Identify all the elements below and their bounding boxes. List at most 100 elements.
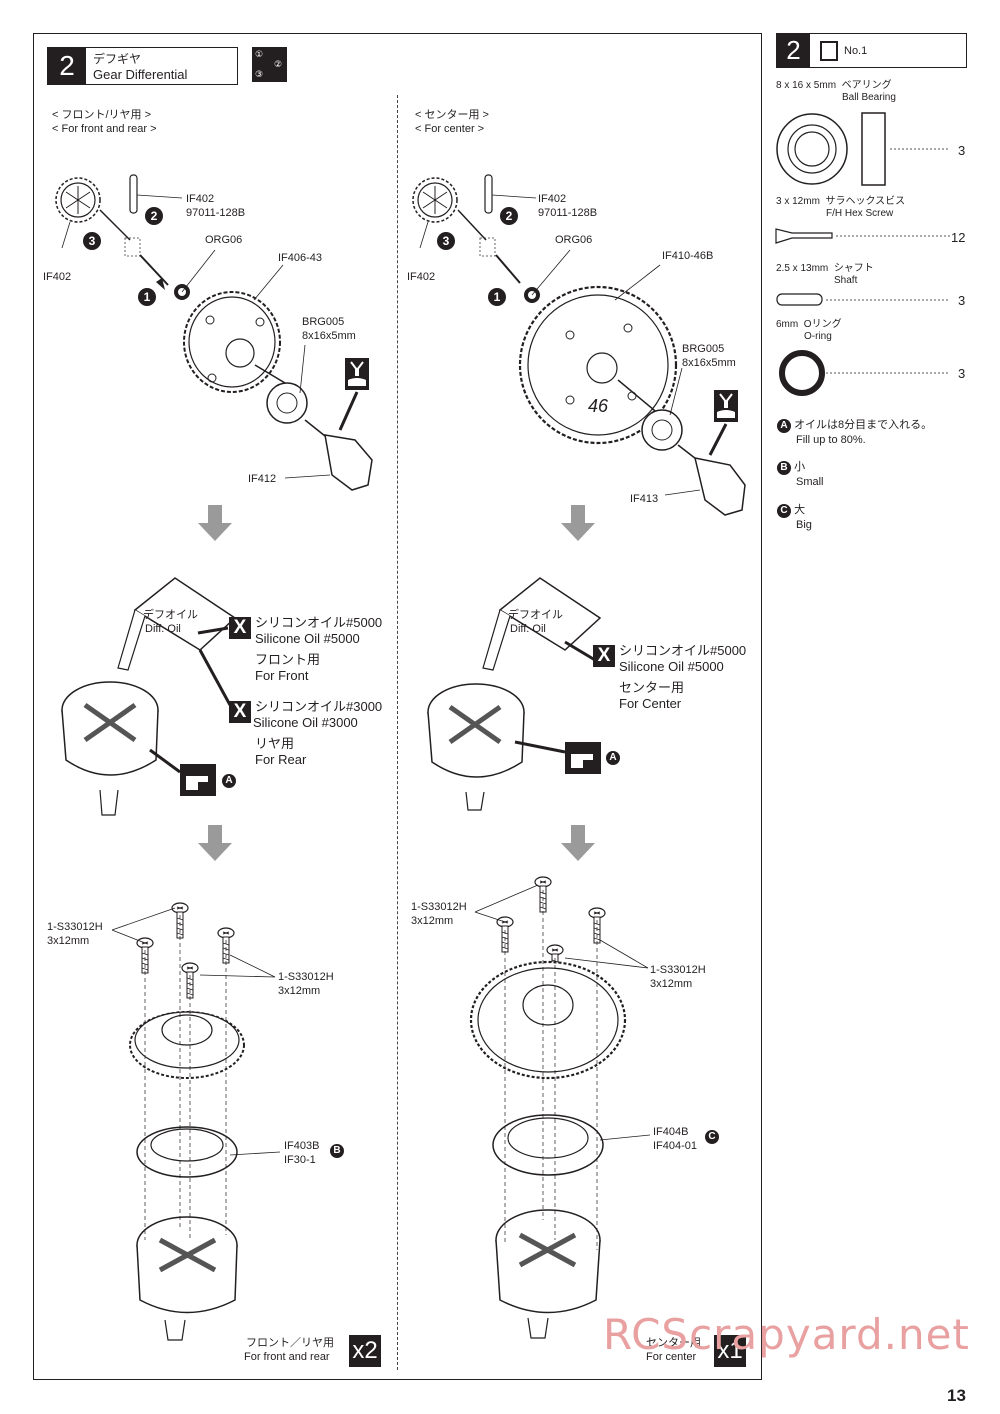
left-oil1-use-jp: フロント用: [255, 652, 321, 667]
part-shaft-en: Shaft: [834, 275, 858, 286]
note-c-en: Big: [796, 519, 812, 531]
right-label-brg-size: 8x16x5mm: [682, 357, 736, 369]
left-label-brg-size: 8x16x5mm: [302, 330, 356, 342]
note-a-en: Fill up to 80%.: [796, 434, 866, 446]
column-divider: [397, 95, 398, 1370]
note-c: C 大 Big: [777, 503, 812, 533]
step-title: デフギヤ Gear Differential: [86, 48, 187, 84]
part-screw-jp: サラヘックスビス: [825, 196, 906, 207]
bag-icon: [820, 40, 838, 61]
right-heading-en: < For center >: [415, 123, 485, 135]
assembly-order-icon: ① ② ③: [252, 47, 287, 82]
right-label-cup: IF413: [630, 493, 659, 505]
note-b: B 小 Small: [777, 460, 824, 490]
right-oil1-use-en: For Center: [619, 696, 682, 711]
part-oring-jp: Oリング: [803, 319, 842, 330]
part-bearing: 8 x 16 x 5mm ベアリング Ball Bearing: [776, 80, 896, 104]
note-b-badge: B: [777, 461, 791, 475]
sidebar-part-drawings: [775, 112, 950, 396]
right-screw-size-b: 3x12mm: [650, 978, 693, 990]
right-heading-jp: < センター用 >: [415, 109, 489, 121]
badge-a-left: A: [222, 774, 236, 788]
left-label-gear: IF406-43: [278, 252, 323, 264]
note-a: A オイルは8分目まで入れる。 Fill up to 80%.: [777, 418, 932, 448]
right-screw-size-a: 3x12mm: [411, 915, 454, 927]
right-gear-teeth-count: 46: [588, 396, 609, 416]
part-screw: 3 x 12mm サラヘックスビス F/H Hex Screw: [776, 196, 905, 220]
step-badge-2-right: 2: [500, 207, 518, 225]
step-badge-2-left: 2: [145, 207, 163, 225]
part-bearing-qty: 3: [958, 143, 966, 158]
note-b-en: Small: [796, 476, 824, 488]
left-oil2-jp: シリコンオイル#3000: [255, 699, 383, 714]
part-oring-size: 6mm: [776, 319, 799, 330]
right-footer-jp: センター用: [646, 1337, 701, 1349]
left-screw-label-a: 1-S33012H: [47, 921, 103, 933]
note-b-jp: 小: [794, 461, 806, 473]
left-label-if402-code: 97011-128B: [186, 207, 246, 219]
left-exploded-view: [55, 174, 373, 491]
note-a-badge: A: [777, 419, 791, 433]
left-footer-jp: フロント／リヤ用: [246, 1337, 334, 1349]
step-badge-3-left: 3: [83, 232, 101, 250]
step-frame: [33, 33, 762, 1380]
left-oil2-use-jp: リヤ用: [255, 736, 295, 751]
step-badge-1-left: 1: [138, 288, 156, 306]
page-number: 13: [947, 1386, 966, 1405]
part-screw-en: F/H Hex Screw: [826, 208, 894, 219]
badge-c-right: C: [705, 1130, 719, 1144]
left-oil2-en: Silicone Oil #3000: [253, 715, 358, 730]
part-screw-qty: 12: [951, 230, 966, 245]
left-label-cup: IF412: [248, 473, 277, 485]
right-screw-label-b: 1-S33012H: [650, 964, 706, 976]
note-c-jp: 大: [794, 504, 806, 516]
x-icon-oil2-left: X: [229, 701, 251, 723]
left-oil-fill-view: [61, 577, 237, 816]
right-oil1-jp: シリコンオイル#5000: [619, 643, 747, 658]
left-multiplier-badge: x2: [349, 1335, 381, 1367]
step-number: 2: [48, 48, 86, 84]
right-final-assembly-view: [469, 876, 651, 1339]
left-label-if402: IF402: [186, 193, 215, 205]
step-title-en: Gear Differential: [93, 67, 188, 82]
left-label-brg: BRG005: [302, 316, 345, 328]
watermark: RCScrapyard.net: [603, 1310, 970, 1359]
badge-a-right: A: [606, 751, 620, 765]
order-label-2: ②: [274, 59, 283, 69]
left-heading-en: < For front and rear >: [52, 123, 157, 135]
left-oil-label-jp: デフオイル: [143, 609, 198, 621]
left-oil-label-en: Diff. Oil: [145, 623, 181, 635]
right-oil-fill-view: [427, 577, 602, 811]
step-header: 2 デフギヤ Gear Differential: [47, 47, 238, 85]
step-badge-3-right: 3: [437, 232, 455, 250]
right-label-if402: IF402: [538, 193, 567, 205]
right-multiplier-badge: x1: [714, 1335, 746, 1367]
right-oil1-en: Silicone Oil #5000: [619, 659, 724, 674]
left-final-assembly-view: [111, 902, 281, 1341]
part-bearing-en: Ball Bearing: [842, 92, 896, 103]
order-label-3: ③: [255, 69, 264, 79]
right-gasket-label-2: IF404-01: [653, 1140, 698, 1152]
left-oil1-use-en: For Front: [255, 668, 309, 683]
bag-number: No.1: [844, 44, 868, 57]
order-label-1: ①: [255, 49, 264, 59]
part-shaft-jp: シャフト: [833, 263, 874, 274]
part-oring: 6mm Oリング O-ring: [776, 319, 842, 343]
left-screw-size-b: 3x12mm: [278, 985, 321, 997]
parts-step-number: 2: [777, 34, 810, 67]
right-label-org06: ORG06: [555, 234, 593, 246]
part-oring-qty: 3: [958, 366, 966, 381]
left-footer-en: For front and rear: [244, 1351, 330, 1363]
parts-bag-header: 2 No.1: [776, 33, 967, 68]
left-oil1-jp: シリコンオイル#5000: [255, 615, 383, 630]
part-screw-size: 3 x 12mm: [776, 196, 820, 207]
x-icon-oil1-left: X: [229, 617, 251, 639]
left-label-if402-gear: IF402: [43, 271, 72, 283]
left-oil1-en: Silicone Oil #5000: [255, 631, 360, 646]
right-screw-label-a: 1-S33012H: [411, 901, 467, 913]
part-shaft: 2.5 x 13mm シャフト Shaft: [776, 263, 874, 287]
right-label-if402-gear: IF402: [407, 271, 436, 283]
part-bearing-size: 8 x 16 x 5mm: [776, 80, 837, 91]
right-footer-en: For center: [646, 1351, 697, 1363]
